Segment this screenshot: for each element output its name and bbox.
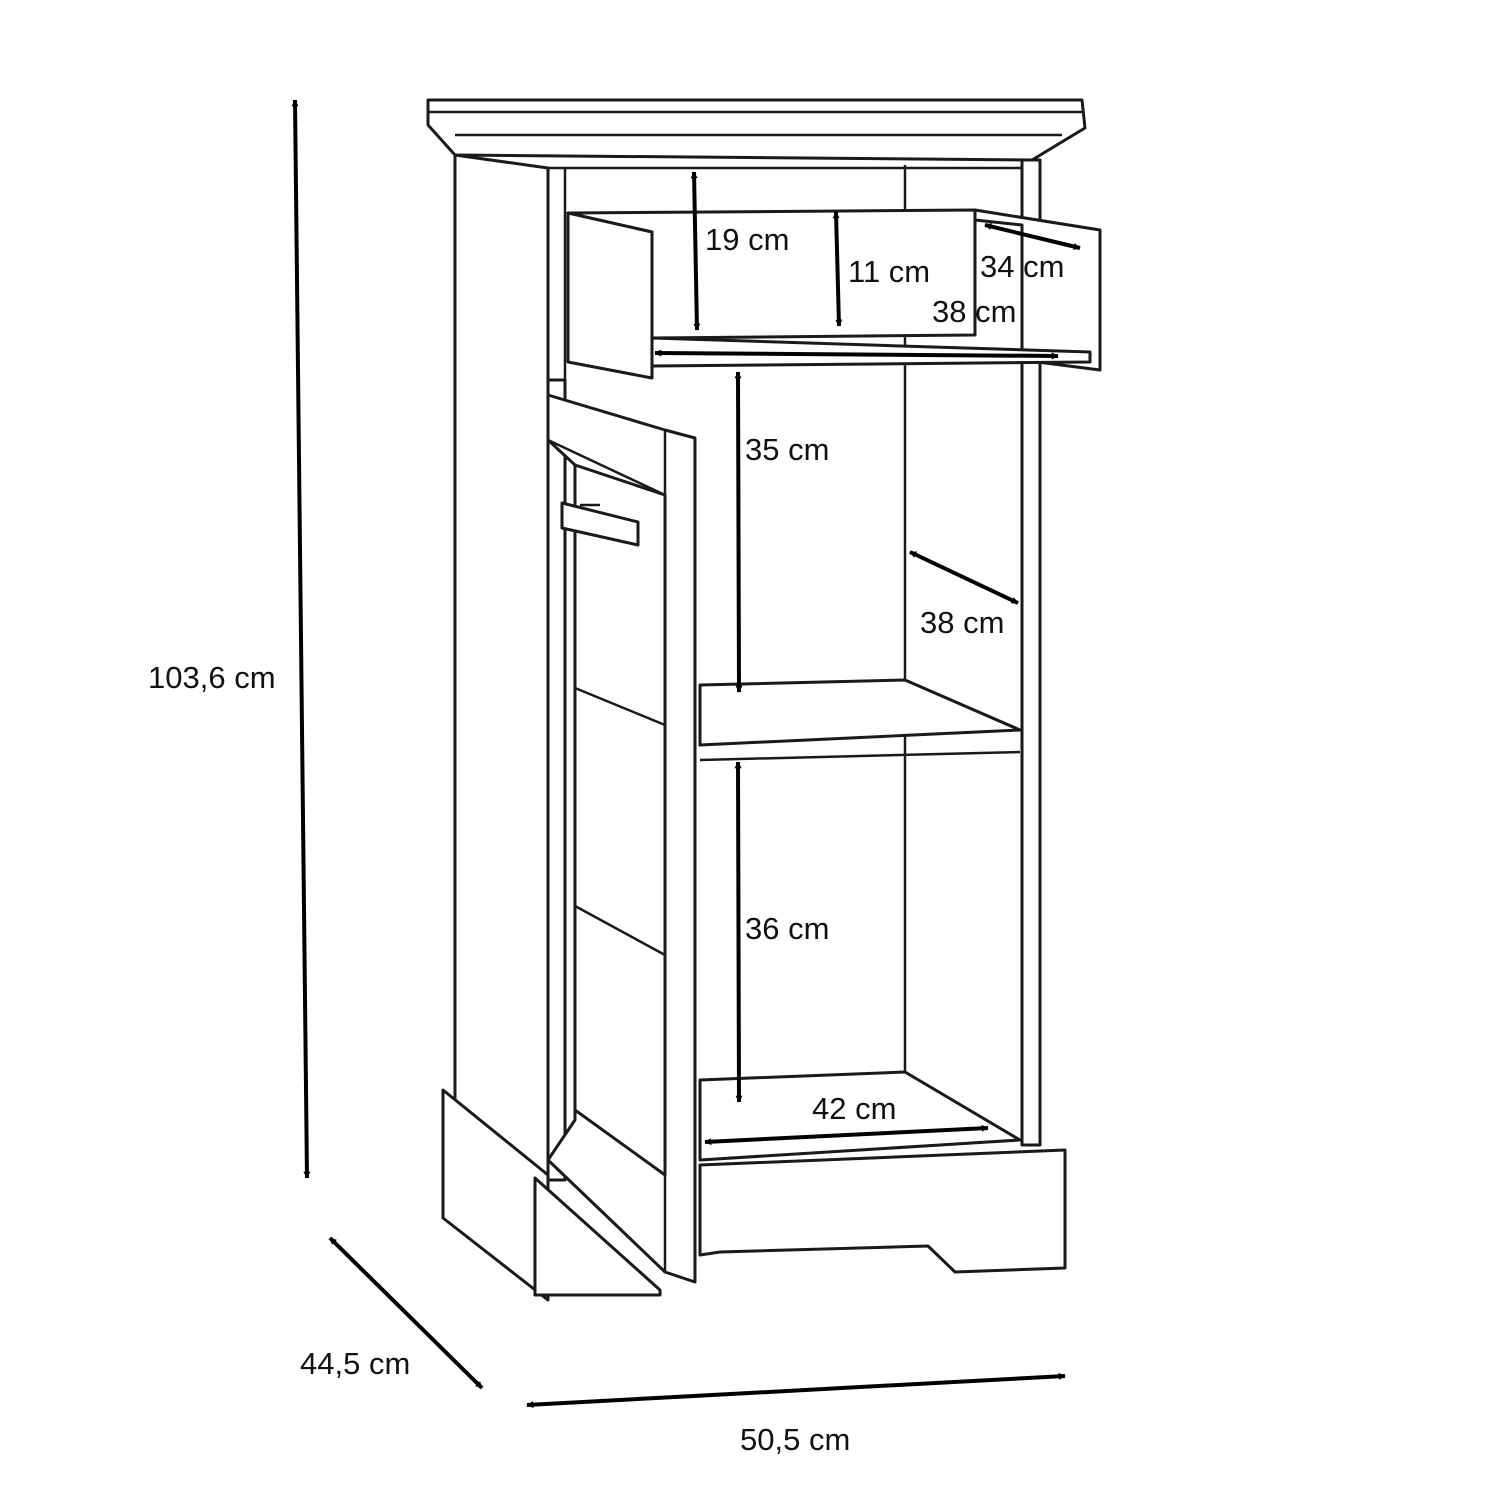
depth-arrow xyxy=(328,1236,484,1390)
lower-compartment-label: 36 cm xyxy=(745,911,830,946)
drawer-height-arrow xyxy=(690,171,701,331)
top-slab xyxy=(426,98,1087,162)
drawer-inner-height-label: 11 cm xyxy=(848,254,931,289)
dimension-arrows xyxy=(291,99,1081,1409)
right-side-panel xyxy=(1020,158,1042,1147)
drawer-width-arrow xyxy=(654,349,1059,360)
door-inner-frame xyxy=(573,463,667,1177)
lower-compartment-arrow xyxy=(734,761,743,1103)
upper-compartment-arrow xyxy=(734,371,743,693)
inner-width-arrow xyxy=(704,1124,989,1146)
left-side-panel xyxy=(453,153,550,1182)
drawer-front xyxy=(973,208,1102,372)
middle-shelf xyxy=(698,678,1022,747)
drawer-depth-label: 34 cm xyxy=(980,249,1065,284)
height-arrow xyxy=(291,99,311,1179)
door-handle xyxy=(560,501,640,547)
drawer-inner-height-arrow xyxy=(832,211,843,327)
compartment-depth-label: 38 cm xyxy=(920,605,1005,640)
upper-compartment-label: 35 cm xyxy=(745,432,830,467)
open-door xyxy=(546,393,697,1284)
drawer-depth-arrow xyxy=(984,223,1081,250)
front-stile xyxy=(546,378,567,1182)
width-label: 50,5 cm xyxy=(740,1422,851,1457)
inner-width-label: 42 cm xyxy=(812,1091,897,1126)
plinth-side xyxy=(441,1088,550,1302)
height-label: 103,6 cm xyxy=(148,660,276,695)
plinth-front xyxy=(698,1148,1067,1274)
plinth-corner xyxy=(533,1176,662,1297)
depth-label: 44,5 cm xyxy=(300,1346,411,1381)
compartment-depth-arrow xyxy=(909,550,1019,605)
drawer-width-label: 38 cm xyxy=(932,294,1017,329)
drawer-left-side xyxy=(566,211,654,380)
drawer-height-label: 19 cm xyxy=(705,222,790,257)
width-arrow xyxy=(526,1372,1066,1409)
